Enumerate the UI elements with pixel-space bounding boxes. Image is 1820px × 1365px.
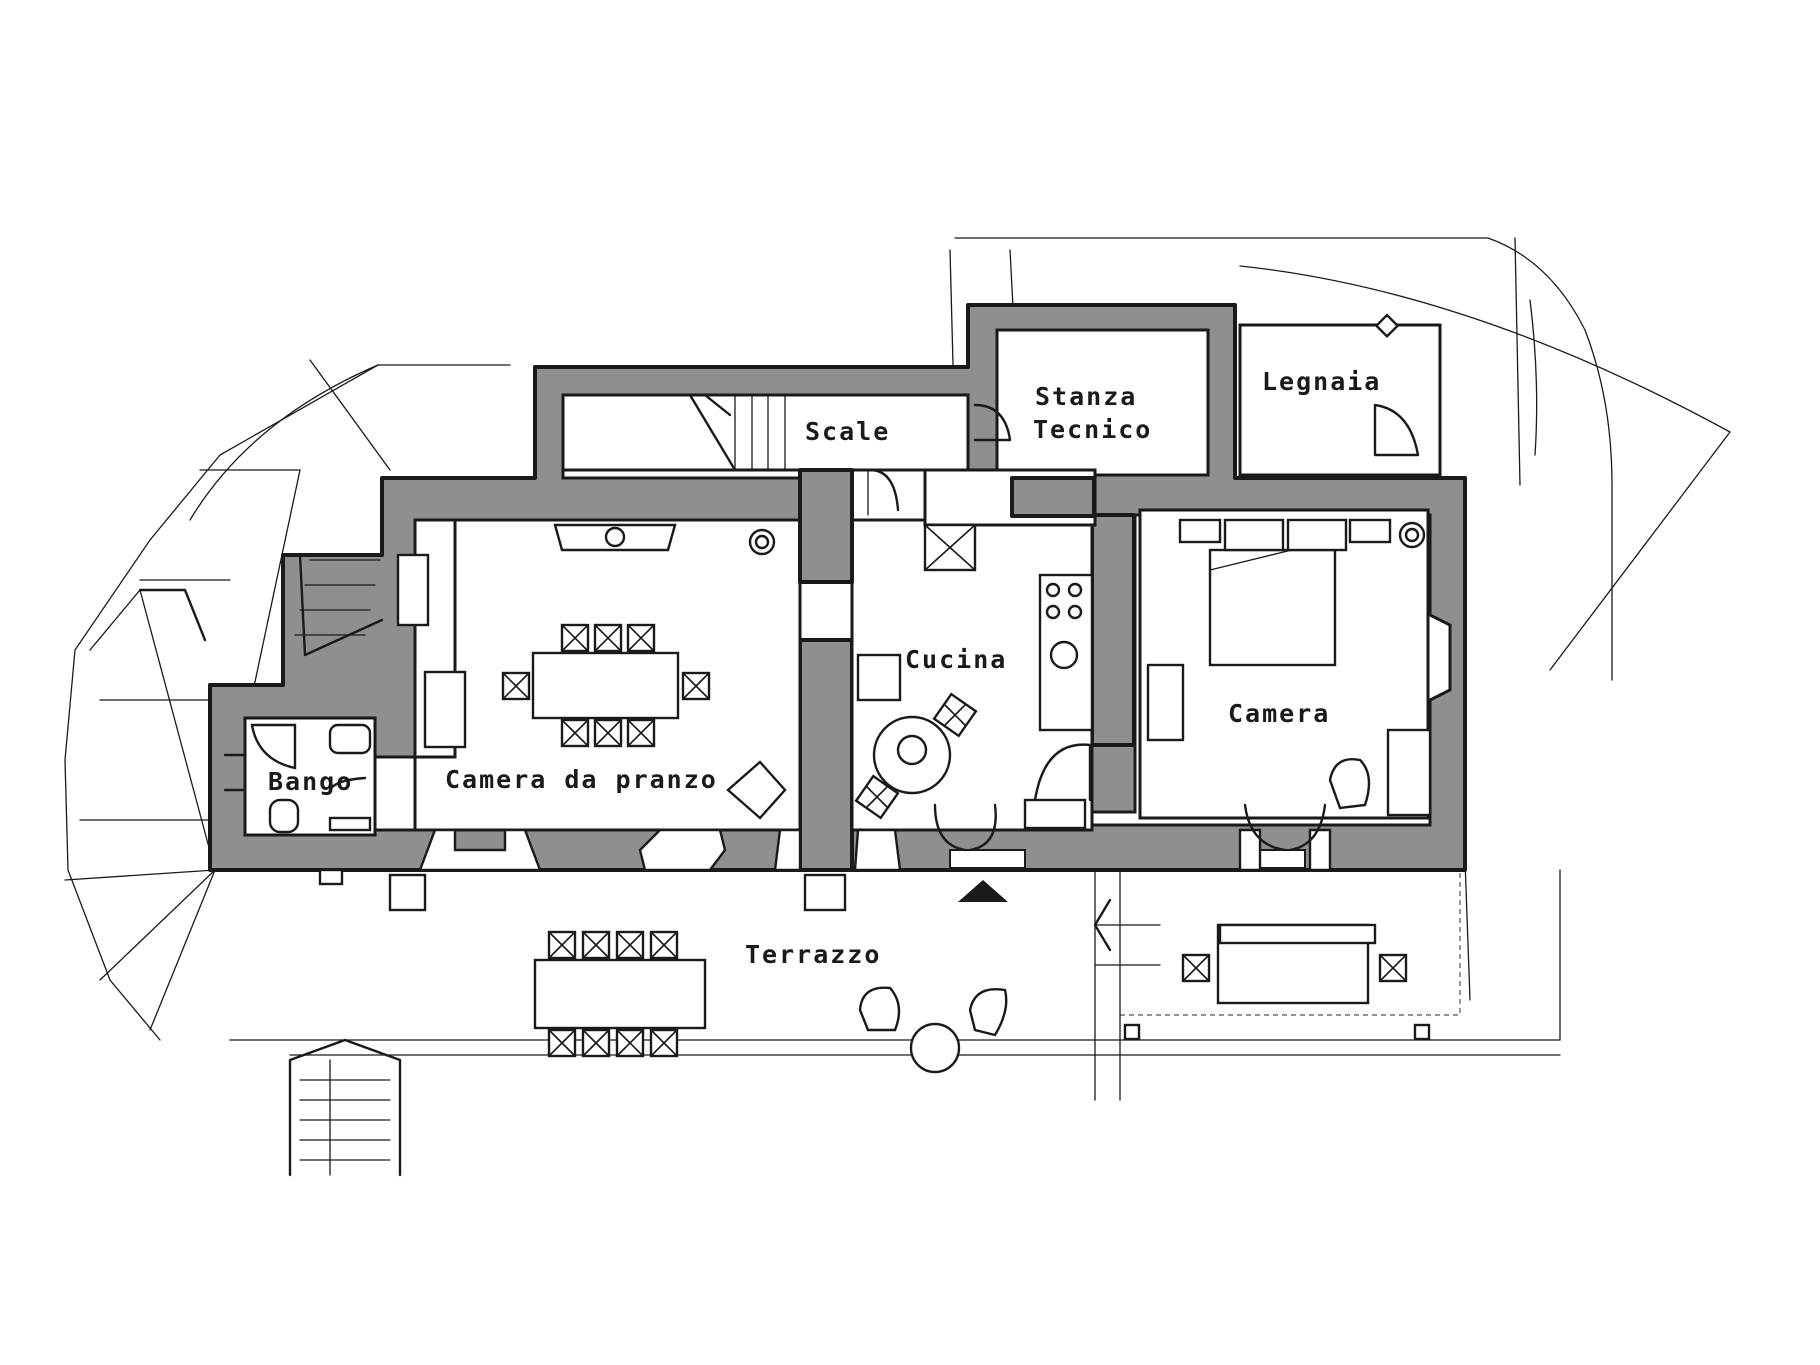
entrance-stair xyxy=(288,1038,402,1177)
label-cucina: Cucina xyxy=(905,645,1007,674)
furniture xyxy=(223,313,1432,1074)
label-stanza-tecnico-2: Tecnico xyxy=(1033,415,1152,444)
label-stanza-tecnico-1: Stanza xyxy=(1035,382,1137,411)
room-labels: Scale Stanza Tecnico Legnaia Cucina Came… xyxy=(268,367,1381,969)
site-outline xyxy=(64,237,1731,1101)
dining-chairs xyxy=(501,623,711,748)
label-legnaia: Legnaia xyxy=(1262,367,1381,396)
label-bango: Bango xyxy=(268,767,353,796)
doors xyxy=(328,403,1420,852)
label-scale: Scale xyxy=(805,417,890,446)
label-terrazzo: Terrazzo xyxy=(745,940,881,969)
internal-stair xyxy=(281,393,900,657)
label-camera-da-pranzo: Camera da pranzo xyxy=(445,765,718,794)
terrace-chairs xyxy=(547,930,1408,1058)
label-camera: Camera xyxy=(1228,699,1330,728)
